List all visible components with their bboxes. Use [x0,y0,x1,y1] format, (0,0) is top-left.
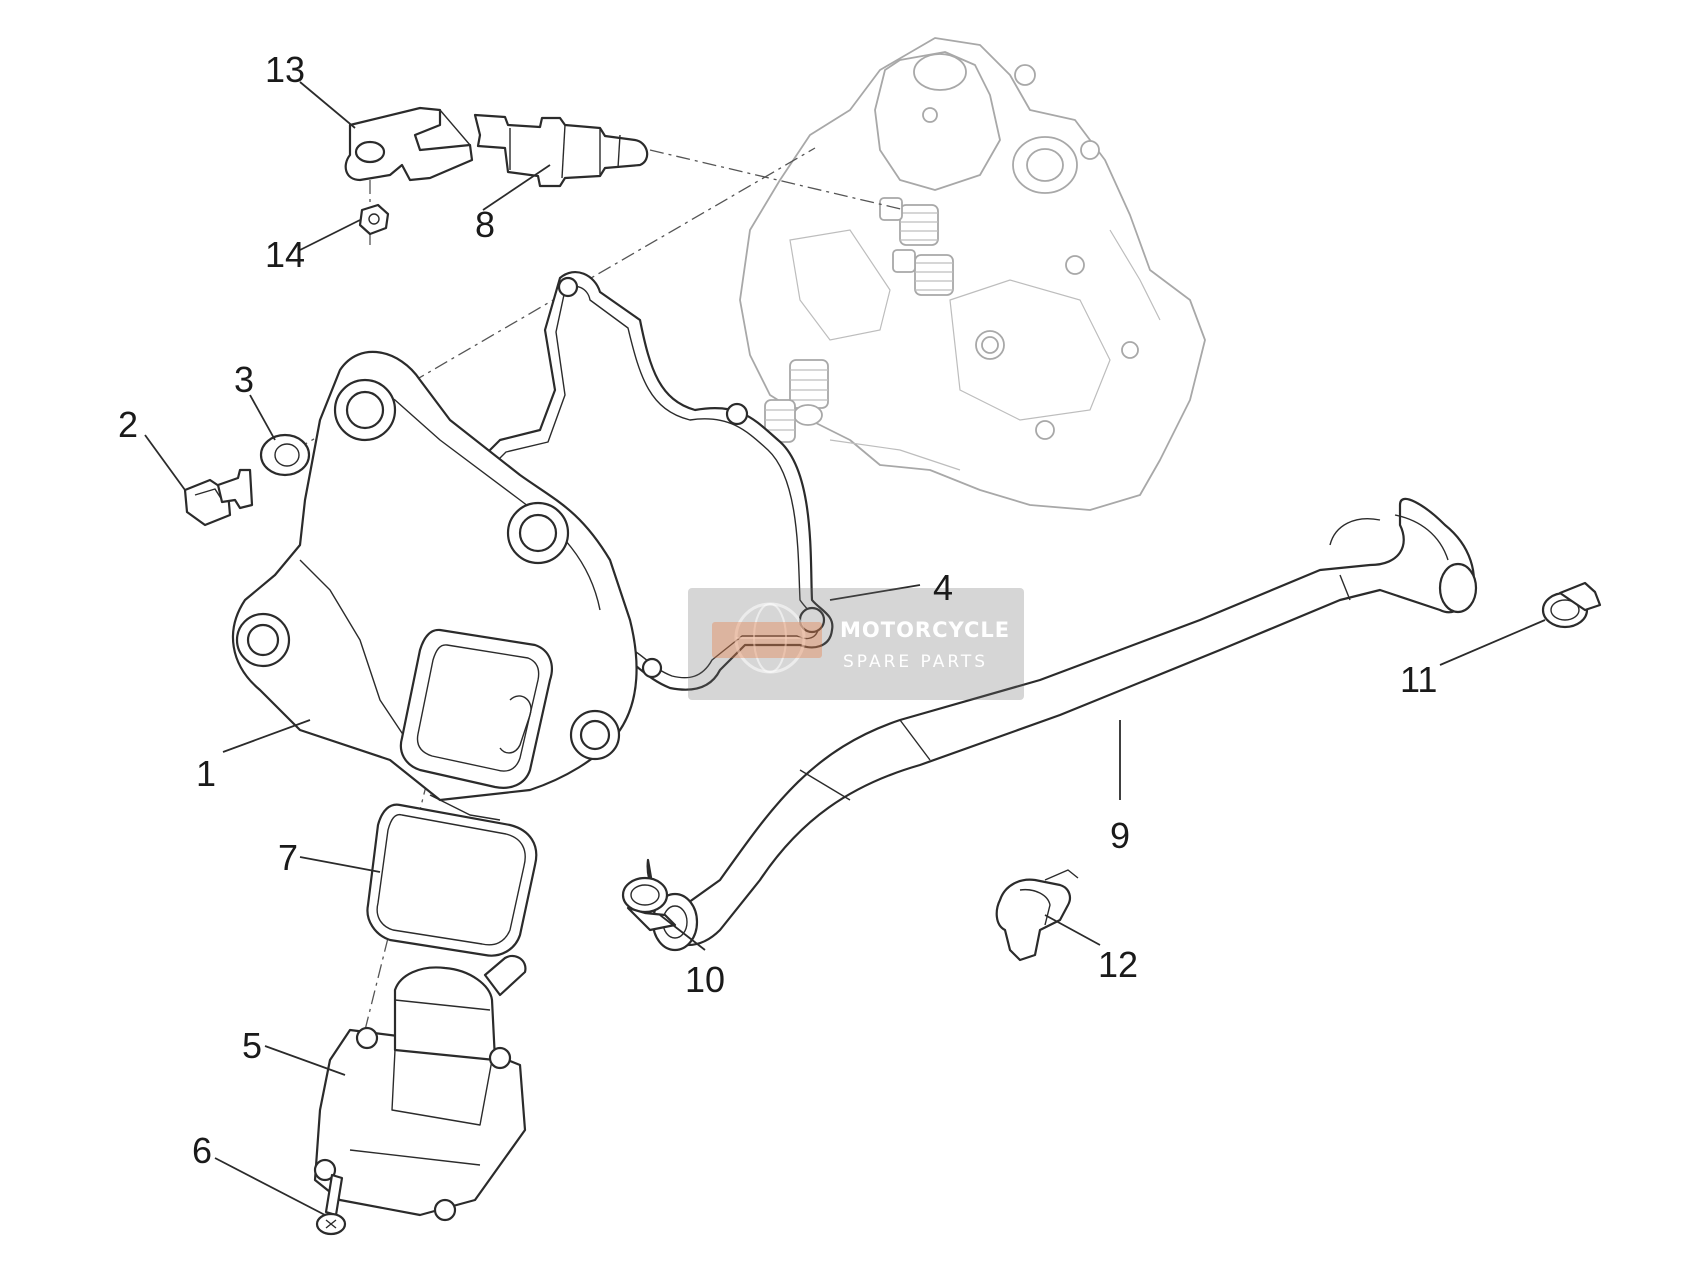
callout-6: 6 [192,1130,212,1171]
callout-4: 4 [933,567,953,608]
screw [315,1173,347,1236]
breather-housing [313,954,527,1222]
nut [358,203,390,236]
bracket [344,106,474,182]
leader-lines [144,81,1546,1216]
callout-7: 7 [278,837,298,878]
hose-holder [995,869,1079,962]
spark-plug [473,113,649,188]
callout-11: 11 [1400,659,1437,700]
washer [259,433,311,477]
valve-spring-middle [892,249,954,296]
hose-clamp-lower [621,876,677,932]
callout-14: 14 [265,234,305,275]
callout-8: 8 [475,204,495,245]
callout-10: 10 [685,959,725,1000]
callout-12: 12 [1098,944,1138,985]
breather-hose [646,497,1478,952]
o-ring [366,803,538,957]
callout-5: 5 [242,1025,262,1066]
valve-cover [231,350,638,821]
valve-spring-upper [879,197,939,246]
watermark-logo-accent [712,622,822,658]
watermark-line1: MOTORCYCLE [840,618,1010,642]
callout-labels: 1 2 3 4 5 6 7 8 9 10 11 12 13 14 [118,49,1437,1171]
callout-3: 3 [234,359,254,400]
callout-13: 13 [265,49,305,90]
callout-9: 9 [1110,815,1130,856]
callout-1: 1 [196,753,216,794]
hose-clamp-upper [1541,581,1602,629]
bolt [183,468,254,527]
watermark: MOTORCYCLE SPARE PARTS [688,588,1024,700]
callout-2: 2 [118,404,138,445]
cylinder-head-ghost [739,37,1206,511]
watermark-line2: SPARE PARTS [843,652,988,672]
